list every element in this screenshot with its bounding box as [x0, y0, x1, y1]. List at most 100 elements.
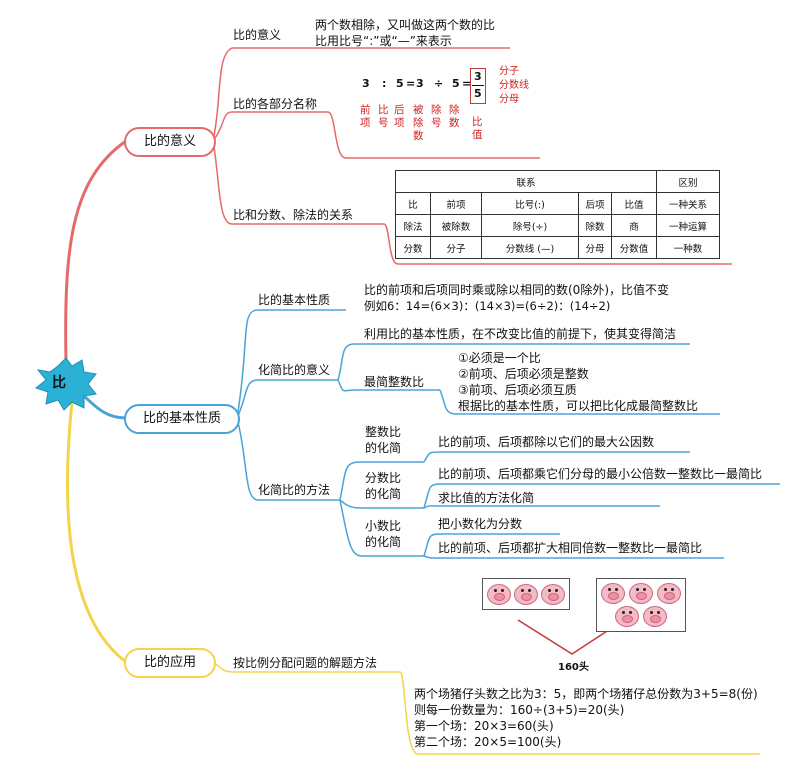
farm-2-pigs	[596, 578, 686, 632]
connector-simplest-items	[439, 389, 720, 415]
connector-application-method	[212, 661, 760, 755]
decimal-title-2: 的化简	[365, 535, 402, 549]
connector-center-application	[66, 401, 127, 664]
connector-method	[236, 417, 340, 501]
connector-meaning-relation	[212, 140, 732, 265]
decimal-text-1: 把小数化为分数	[438, 517, 523, 531]
connector-meaning-text	[337, 343, 690, 381]
branch-application[interactable]: 比的应用	[124, 648, 216, 678]
center-topic[interactable]: 比	[52, 375, 66, 391]
table-cell: 分数值	[611, 236, 657, 259]
label-houxiang: 后项	[394, 104, 405, 129]
table-cell: 前项	[430, 192, 482, 215]
connector-meaning-definition	[212, 47, 510, 142]
connector-center-meaning	[64, 139, 127, 363]
label-chushu: 除数	[449, 104, 460, 129]
table-header-link: 联系	[395, 170, 657, 193]
solution-line-3: 第一个场：20×3=60(头)	[414, 719, 554, 733]
pig-icon	[615, 606, 639, 627]
decimal-text-2: 比的前项、后项都扩大相同倍数一整数比一最简比	[438, 541, 703, 555]
pig-icon	[643, 606, 667, 627]
label-fenzi: 分子	[499, 66, 519, 77]
table-cell: 分数	[395, 236, 431, 259]
simplest-title: 最简整数比	[364, 375, 425, 389]
integer-title-1: 整数比	[365, 425, 402, 439]
part-n5b: 5	[452, 77, 460, 90]
table-row: 分数 分子 分数线 (—) 分母 分数值 一种数	[395, 236, 720, 259]
fraction-bottom: 5	[474, 87, 482, 100]
pig-icon	[601, 583, 625, 604]
pig-icon	[514, 584, 538, 605]
fraction-box: 3 5	[470, 68, 486, 104]
pig-icon	[487, 584, 511, 605]
pig-icon	[657, 583, 681, 604]
part-div: ÷	[434, 77, 444, 90]
fraction-text-2: 求比值的方法化简	[438, 491, 535, 505]
application-method-title: 按比例分配问题的解题方法	[233, 656, 378, 670]
basic-property-line-1: 比的前项和后项同时乘或除以相同的数(0除外)，比值不变	[364, 283, 670, 297]
solution-line-4: 第二个场：20×5=100(头)	[414, 735, 562, 749]
part-colon: :	[382, 77, 387, 90]
label-chuhao: 除号	[431, 104, 442, 129]
connector-basic	[236, 309, 346, 419]
label-bizhi: 比值	[472, 116, 483, 141]
basic-property-line-2: 例如6：14=(6×3)：(14×3)=(6÷2)：(14÷2)	[364, 299, 611, 313]
fraction-line	[472, 85, 484, 86]
table-row: 比 前项 比号(:) 后项 比值 一种关系	[395, 192, 720, 215]
fraction-title-1: 分数比	[365, 471, 402, 485]
simplest-item-3: ③前项、后项必须互质	[458, 383, 577, 397]
label-beichushu: 被除数	[413, 104, 424, 142]
solution-line-2: 则每一份数量为：160÷(3+5)=20(头)	[414, 703, 625, 717]
definition-line-1: 两个数相除，又叫做这两个数的比	[315, 18, 496, 32]
total-label: 160头	[558, 662, 589, 673]
simplify-meaning-title: 化简比的意义	[258, 363, 331, 377]
table-cell: 商	[611, 214, 657, 237]
table-cell: 后项	[578, 192, 612, 215]
simplify-meaning-text: 利用比的基本性质，在不改变比值的前提下，使其变得简洁	[364, 327, 677, 341]
connector-meaning-parts	[212, 111, 540, 159]
solution-line-1: 两个场猪仔头数之比为3：5，即两个场猪仔总份数为3+5=8(份)	[414, 687, 758, 701]
table-cell: 比值	[611, 192, 657, 215]
label-bihao: 比号	[378, 104, 389, 129]
connector-integer-text	[423, 451, 690, 463]
integer-text: 比的前项、后项都除以它们的最大公因数	[438, 435, 655, 449]
relation-title: 比和分数、除法的关系	[233, 208, 354, 222]
connector-simplest	[337, 379, 440, 392]
table-cell: 比号(:)	[481, 192, 579, 215]
simplest-item-1: ①必须是一个比	[458, 351, 541, 365]
table-cell: 被除数	[430, 214, 482, 237]
fraction-title-2: 的化简	[365, 487, 402, 501]
table-cell: 分母	[578, 236, 612, 259]
connector-simplify-meaning	[236, 379, 338, 419]
table-cell: 除法	[395, 214, 431, 237]
integer-title-2: 的化简	[365, 441, 402, 455]
branch-meaning[interactable]: 比的意义	[124, 127, 216, 157]
connector-integer	[339, 461, 424, 501]
farm-1-pigs	[482, 578, 570, 610]
pig-icon	[541, 584, 565, 605]
connector-fraction	[339, 499, 424, 509]
table-cell: 分数线 (—)	[481, 236, 579, 259]
definition-title: 比的意义	[233, 28, 282, 42]
branch-property[interactable]: 比的基本性质	[124, 404, 240, 434]
table-cell: 一种数	[656, 236, 720, 259]
part-eq2: =	[462, 77, 472, 90]
connector-decimal-b	[423, 555, 724, 559]
center-burst-shape	[34, 357, 97, 411]
basic-property-title: 比的基本性质	[258, 293, 331, 307]
label-fenshuxian: 分数线	[499, 80, 529, 91]
connector-decimal-a	[423, 533, 560, 557]
table-cell: 比	[395, 192, 431, 215]
part-n3b: 3	[416, 77, 424, 90]
table-cell: 除数	[578, 214, 612, 237]
connector-fraction-b	[423, 505, 660, 509]
table-header-diff: 区别	[656, 170, 720, 193]
table-cell: 分子	[430, 236, 482, 259]
simplest-item-2: ②前项、后项必须是整数	[458, 367, 589, 381]
part-eq1: =	[406, 77, 416, 90]
table-cell: 除号(÷)	[481, 214, 579, 237]
label-qianxiang: 前项	[360, 104, 371, 129]
label-fenmu: 分母	[499, 94, 519, 105]
part-n5: 5	[396, 77, 404, 90]
